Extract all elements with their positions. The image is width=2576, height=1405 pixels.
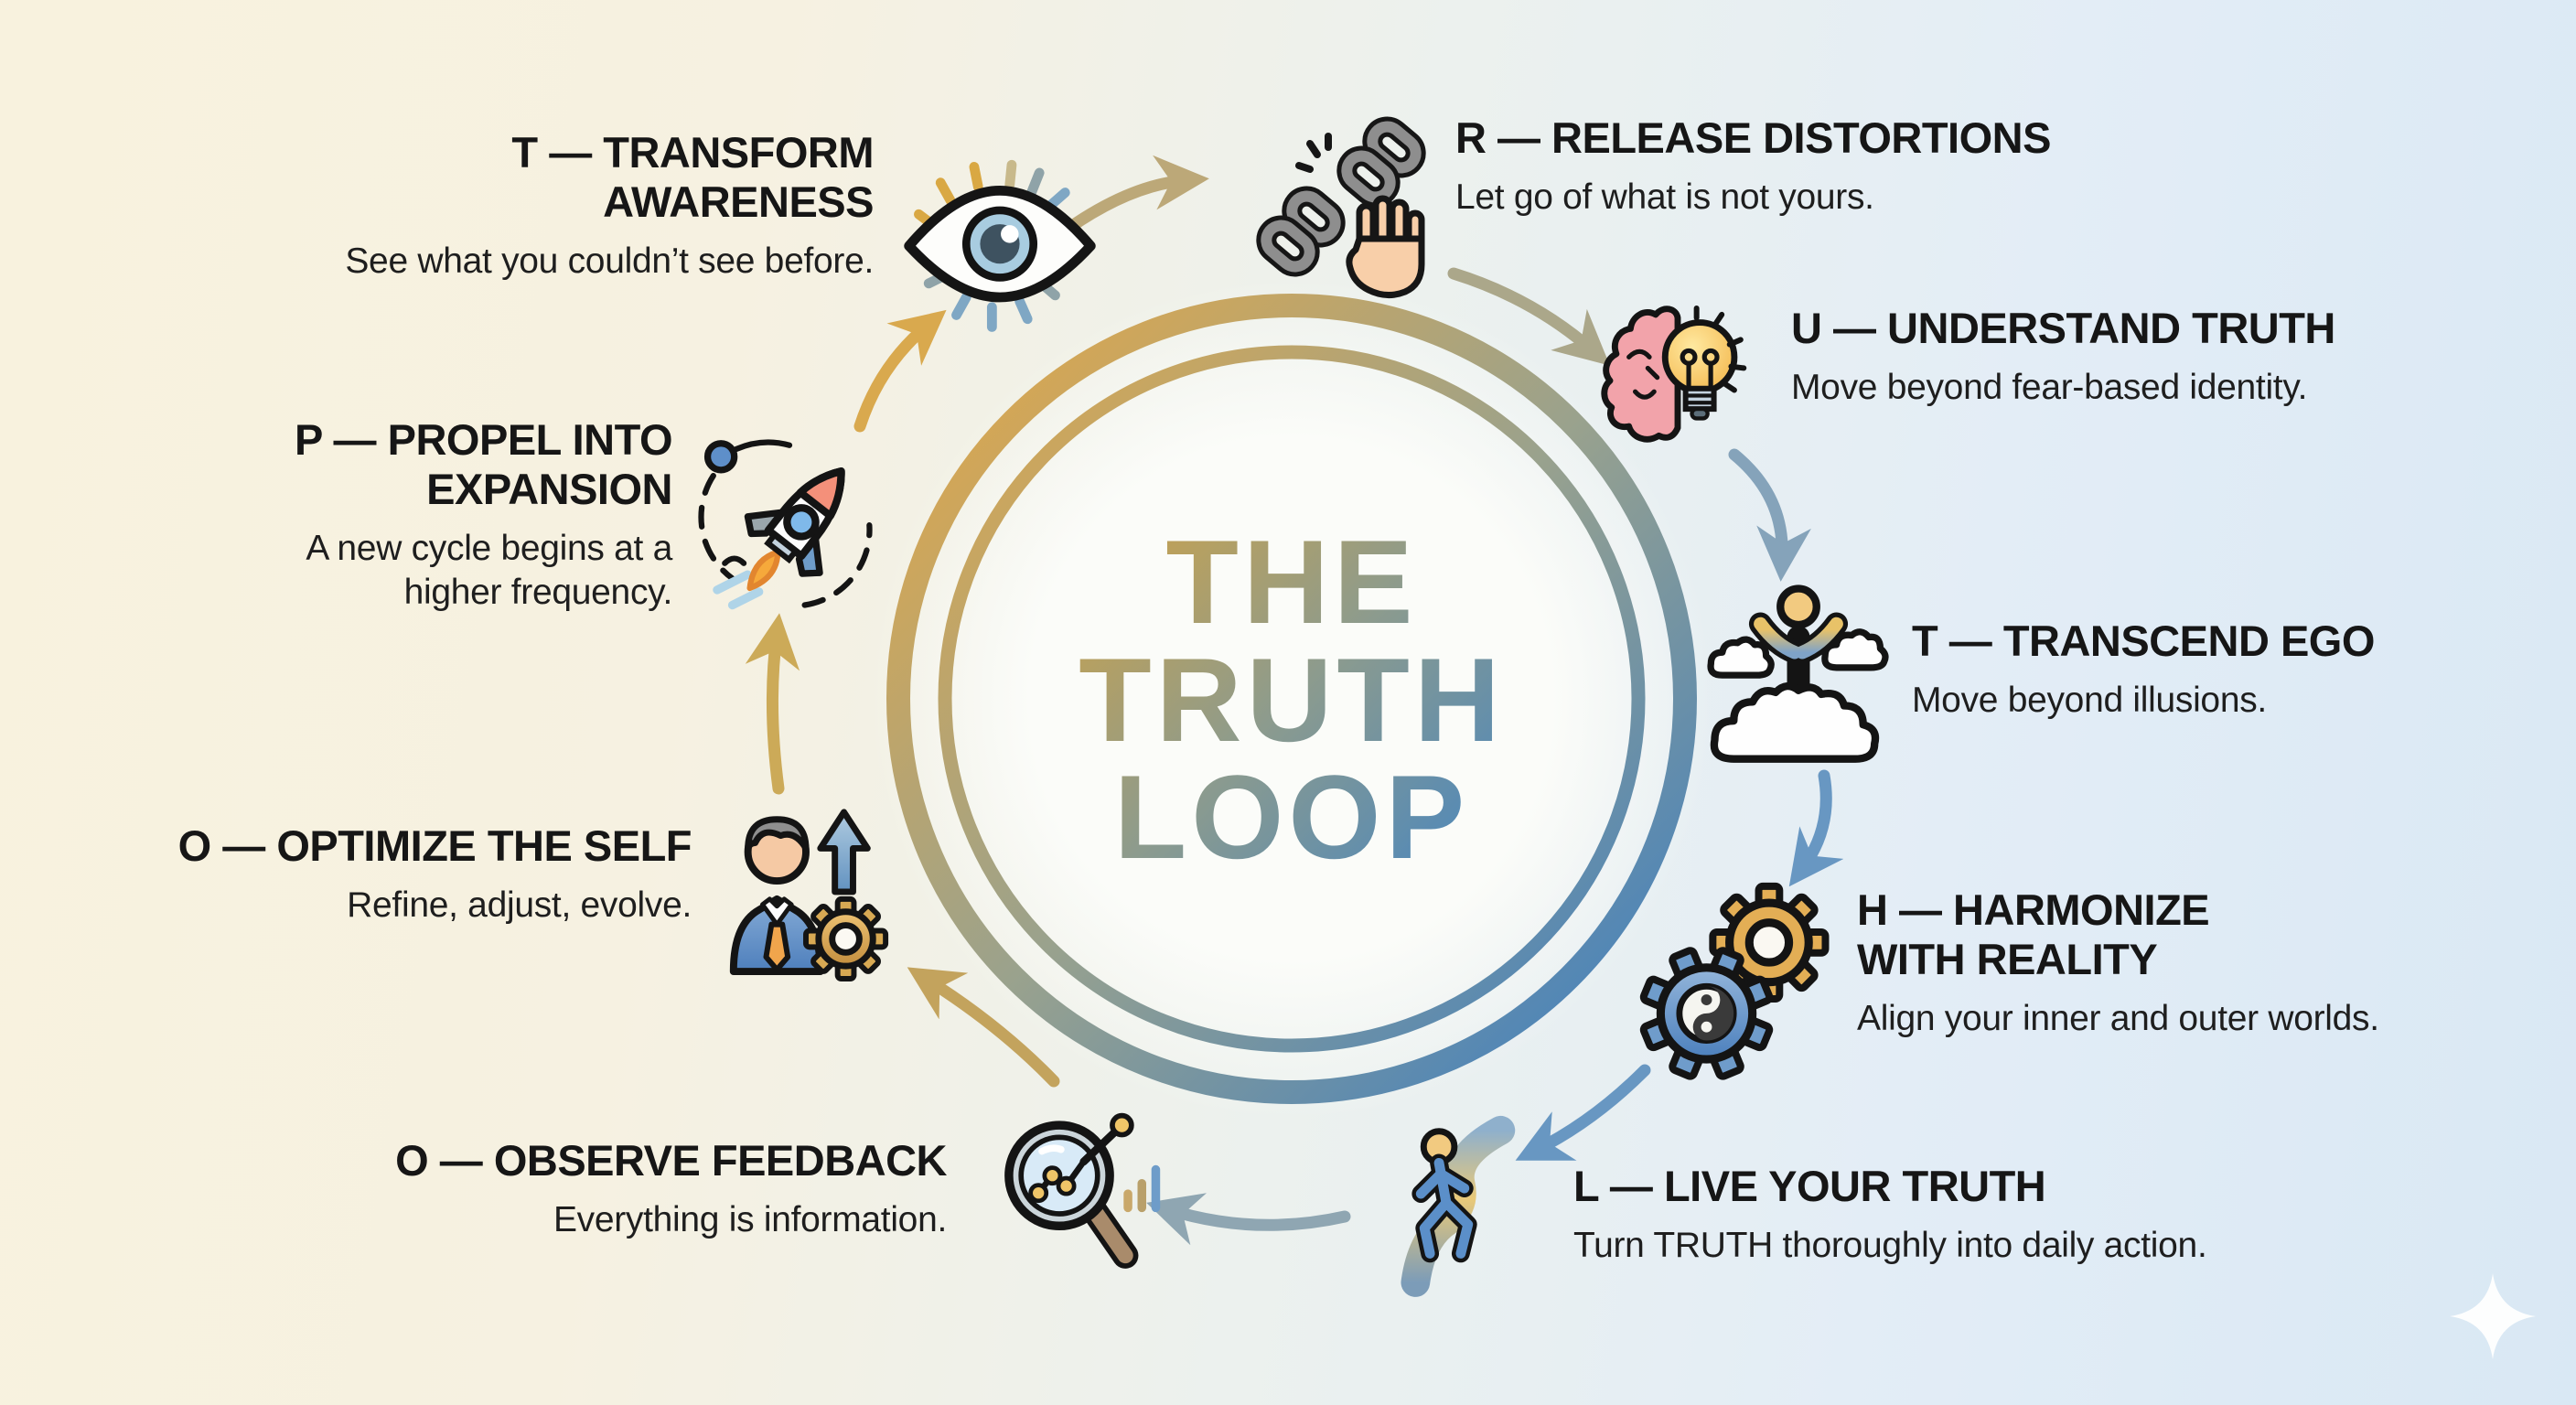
step-subtext: Align your inner and outer worlds. xyxy=(1857,999,2379,1039)
step-heading: R — RELEASE DISTORTIONS xyxy=(1455,113,2051,162)
arrow-brain-to-figure xyxy=(1728,448,1811,582)
brain-lightbulb-icon xyxy=(1601,306,1747,443)
loop-ring-inner xyxy=(938,345,1646,1053)
step-optimize-the-self: O — OPTIMIZE THE SELF Refine, adjust, ev… xyxy=(178,821,692,928)
step-heading: T — TRANSFORM AWARENESS xyxy=(511,128,874,227)
arrow-rocket-to-eye xyxy=(853,309,947,433)
step-understand-truth: U — UNDERSTAND TRUTH Move beyond fear-ba… xyxy=(1791,304,2335,410)
step-subtext: Everything is information. xyxy=(553,1200,947,1240)
step-transcend-ego: T — TRANSCEND EGO Move beyond illusions. xyxy=(1912,617,2375,723)
magnifier-chart-icon xyxy=(1004,1112,1161,1269)
step-heading: O — OPTIMIZE THE SELF xyxy=(177,821,692,870)
broken-chain-hand-icon xyxy=(1256,116,1426,298)
step-subtext: Move beyond illusions. xyxy=(1912,681,2267,721)
step-heading: H — HARMONIZE WITH REALITY xyxy=(1857,885,2210,984)
step-transform-awareness: T — TRANSFORM AWARENESS See what you cou… xyxy=(345,128,874,284)
center-title: THE TRUTH LOOP xyxy=(926,523,1658,876)
step-heading: P — PROPEL INTO EXPANSION xyxy=(295,415,673,514)
blue-gear xyxy=(1639,947,1774,1080)
arrow-gears-to-walker xyxy=(1515,1064,1651,1161)
step-heading: U — UNDERSTAND TRUTH xyxy=(1791,304,2335,352)
rocket-body xyxy=(744,467,845,592)
step-heading: L — LIVE YOUR TRUTH xyxy=(1573,1162,2046,1210)
step-heading: T — TRANSCEND EGO xyxy=(1912,617,2375,665)
title-line: TRUTH xyxy=(1079,632,1505,767)
figure-above-clouds-icon xyxy=(1707,585,1889,763)
step-live-your-truth: L — LIVE YOUR TRUTH Turn TRUTH thoroughl… xyxy=(1573,1162,2207,1268)
step-subtext: A new cycle begins at a higher frequency… xyxy=(306,529,672,612)
step-subtext: Let go of what is not yours. xyxy=(1455,177,1874,218)
arrow-walker-to-magnifier xyxy=(1146,1193,1351,1246)
title-line: THE xyxy=(1165,515,1418,649)
person-gear-uparrow-icon xyxy=(729,809,889,981)
step-release-distortions: R — RELEASE DISTORTIONS Let go of what i… xyxy=(1455,113,2051,220)
rocket-icon xyxy=(698,439,873,610)
title-line: LOOP xyxy=(1113,750,1470,885)
gear xyxy=(803,896,889,981)
step-heading: O — OBSERVE FEEDBACK xyxy=(395,1136,947,1185)
gears-yinyang-icon xyxy=(1639,882,1830,1080)
step-subtext: See what you couldn’t see before. xyxy=(345,241,874,282)
arrow-chain-to-brain xyxy=(1447,267,1610,366)
sparkle-icon xyxy=(2449,1272,2537,1360)
mini-bar-chart xyxy=(1123,1164,1161,1213)
arrow-figure-to-gears xyxy=(1788,769,1844,887)
step-subtext: Refine, adjust, evolve. xyxy=(347,885,692,926)
step-harmonize-with-reality: H — HARMONIZE WITH REALITY Align your in… xyxy=(1857,885,2379,1041)
yin-yang xyxy=(1676,982,1737,1044)
step-subtext: Move beyond fear-based identity. xyxy=(1791,368,2308,408)
handle xyxy=(1080,1196,1139,1269)
step-subtext: Turn TRUTH thoroughly into daily action. xyxy=(1573,1226,2207,1266)
arrow-magnifier-to-person xyxy=(907,967,1060,1088)
walking-path-icon xyxy=(1401,1115,1516,1297)
eye-icon xyxy=(904,159,1096,332)
up-arrow xyxy=(817,809,871,896)
loop-ring-outer xyxy=(886,294,1697,1104)
step-observe-feedback: O — OBSERVE FEEDBACK Everything is infor… xyxy=(395,1136,947,1242)
arrow-person-to-rocket xyxy=(745,613,800,795)
step-propel-into-expansion: P — PROPEL INTO EXPANSION A new cycle be… xyxy=(295,415,673,614)
